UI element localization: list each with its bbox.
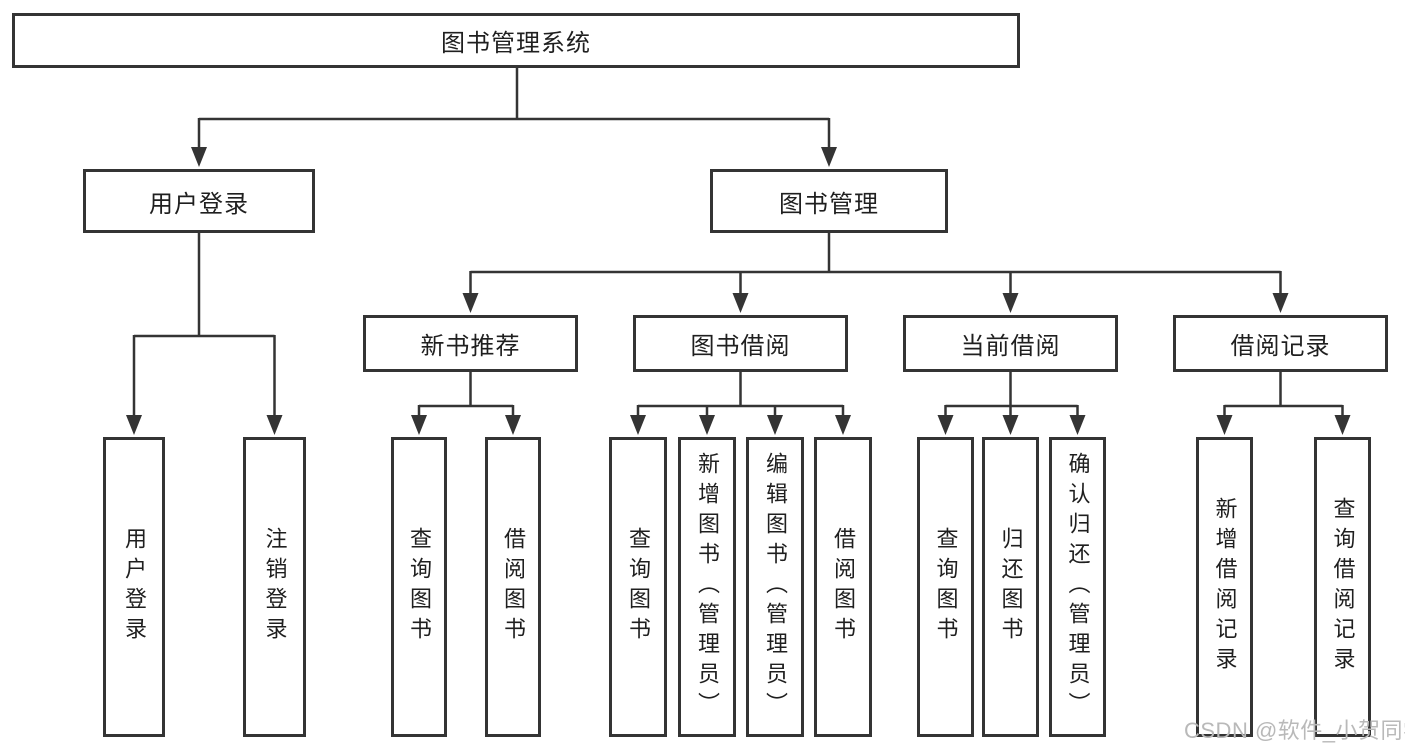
node-current-borrowing: 当前借阅 (903, 315, 1118, 372)
leaf-borrow-books-recommend: 借阅图书 (485, 437, 541, 737)
leaf-add-books-admin: 新增图书（管理员） (678, 437, 736, 737)
node-label: 编辑图书（管理员） (763, 452, 788, 722)
leaf-borrow-books: 借阅图书 (814, 437, 872, 737)
node-label: 用户登录 (122, 527, 147, 647)
node-label: 图书管理系统 (441, 30, 591, 57)
node-label: 借阅图书 (831, 527, 856, 647)
node-label: 用户登录 (149, 190, 249, 218)
leaf-edit-books-admin: 编辑图书（管理员） (746, 437, 804, 737)
node-label: 图书借阅 (690, 333, 791, 360)
watermark: CSDN @软件_小贺同学 (1184, 718, 1405, 743)
node-borrowing-records: 借阅记录 (1173, 315, 1388, 372)
node-book-management: 图书管理 (710, 169, 948, 233)
leaf-add-borrow-record: 新增借阅记录 (1196, 437, 1253, 737)
node-book-borrowing: 图书借阅 (633, 315, 848, 372)
node-label: 借阅记录 (1230, 333, 1331, 360)
leaf-logout-login: 注销登录 (243, 437, 306, 737)
node-label: 注销登录 (262, 527, 288, 647)
node-label: 新书推荐 (420, 333, 521, 360)
node-label: 新增图书（管理员） (695, 452, 720, 722)
leaf-query-books-current: 查询图书 (917, 437, 974, 737)
node-label: 查询图书 (626, 527, 651, 647)
node-label: 借阅图书 (501, 527, 526, 647)
leaf-user-login: 用户登录 (103, 437, 165, 737)
node-label: 查询图书 (407, 527, 432, 647)
leaf-query-books-borrow: 查询图书 (609, 437, 667, 737)
node-label: 查询借阅记录 (1330, 497, 1356, 677)
node-label: 当前借阅 (960, 333, 1061, 360)
node-new-book-recommend: 新书推荐 (363, 315, 578, 372)
node-label: 归还图书 (998, 527, 1024, 647)
node-user-login: 用户登录 (83, 169, 315, 233)
node-label: 查询图书 (933, 527, 959, 647)
arrowheads (126, 147, 1351, 435)
node-label: 图书管理 (779, 190, 879, 218)
node-label: 新增借阅记录 (1212, 497, 1238, 677)
node-book-management-system: 图书管理系统 (12, 13, 1020, 68)
leaf-return-books: 归还图书 (982, 437, 1039, 737)
leaf-query-borrow-record: 查询借阅记录 (1314, 437, 1371, 737)
leaf-confirm-return-admin: 确认归还（管理员） (1049, 437, 1106, 737)
leaf-query-books-recommend: 查询图书 (391, 437, 447, 737)
node-label: 确认归还（管理员） (1065, 452, 1091, 722)
